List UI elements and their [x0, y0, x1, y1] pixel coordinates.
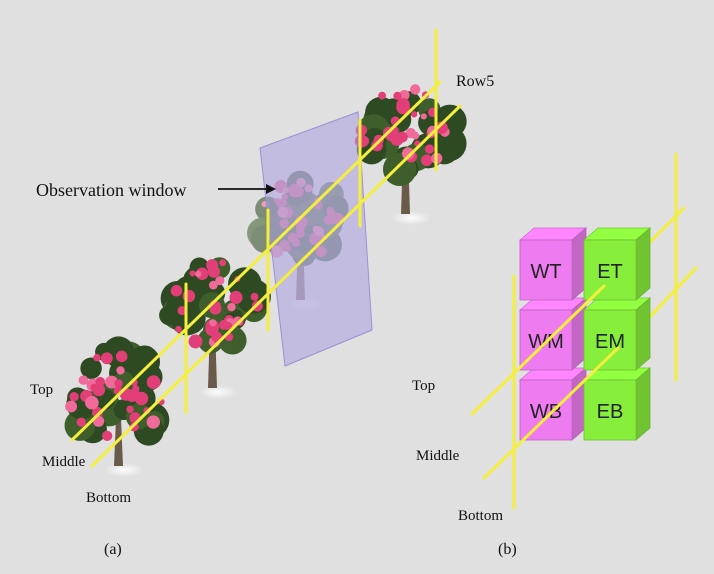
cube-grid: WB EB WM EM WT ET [518, 227, 652, 441]
cube-wt: WT [518, 227, 588, 301]
level-label-bottom-b: Bottom [458, 508, 503, 524]
level-label-middle: Middle [42, 454, 86, 470]
cube-label: EB [597, 401, 624, 423]
caption-a: (a) [104, 541, 122, 558]
level-label-top: Top [30, 382, 53, 398]
cube-label: WT [530, 261, 561, 283]
top-rail [70, 80, 442, 442]
trellis-rails [70, 28, 462, 468]
tree [159, 257, 271, 399]
middle-rail-b [482, 346, 620, 480]
top-rail-b [470, 284, 606, 416]
window-label: Observation window [36, 180, 186, 200]
cube-wb: WB [518, 367, 588, 441]
cube-em: EM [582, 297, 652, 371]
row-label: Row5 [456, 73, 494, 90]
panel-a: Row5 Observation window Top Middle Botto… [30, 28, 494, 558]
cube-label: EM [595, 331, 625, 353]
cube-wm: WM [518, 297, 588, 371]
cube-eb: EB [582, 367, 652, 441]
panel-b: WB EB WM EM WT ET Top Middle Bottom (b) [412, 152, 698, 558]
cube-et: ET [582, 227, 652, 301]
tree-row [64, 84, 467, 477]
cube-label: WB [530, 401, 562, 423]
level-label-middle-b: Middle [416, 448, 460, 464]
level-label-bottom: Bottom [86, 490, 131, 506]
middle-rail [90, 104, 462, 468]
level-label-top-b: Top [412, 378, 435, 394]
caption-b: (b) [498, 541, 517, 558]
window-arrow [218, 184, 276, 194]
cube-label: ET [597, 261, 623, 283]
